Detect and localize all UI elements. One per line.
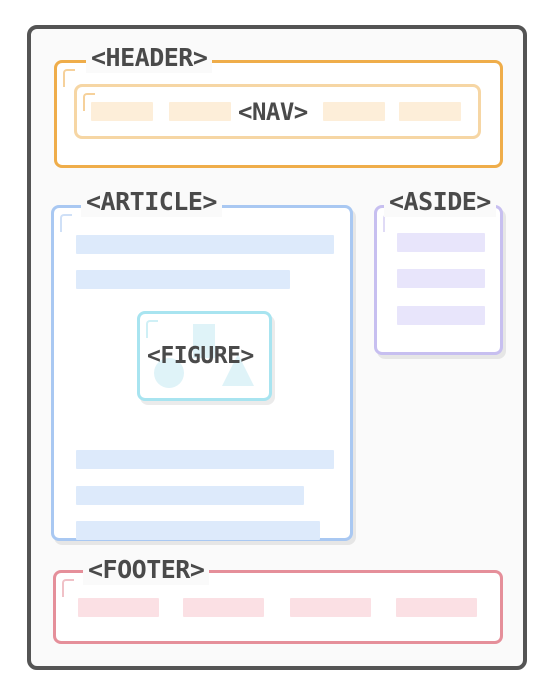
aside-line-placeholder xyxy=(397,269,485,288)
aside-box xyxy=(374,205,503,355)
header-box: <NAV> xyxy=(54,60,503,168)
figure-label: <FIGURE> xyxy=(147,343,254,369)
figure-rect-icon xyxy=(193,324,215,358)
article-label: <ARTICLE> xyxy=(81,187,222,217)
text-line-placeholder xyxy=(76,521,320,540)
article-box: <FIGURE> xyxy=(51,205,353,541)
nav-box: <NAV> xyxy=(74,84,481,139)
text-line-placeholder xyxy=(76,450,334,469)
aside-line-placeholder xyxy=(397,233,485,252)
page-frame: <NAV> <HEADER> <FIGURE> <ARTICLE> <ASIDE… xyxy=(27,25,527,670)
figure-circle-icon xyxy=(154,358,184,388)
aside-label: <ASIDE> xyxy=(384,187,496,217)
text-line-placeholder xyxy=(76,486,304,505)
nav-link-placeholder xyxy=(91,102,153,121)
nav-label: <NAV> xyxy=(233,97,313,127)
figure-triangle-icon xyxy=(222,354,254,386)
footer-label: <FOOTER> xyxy=(83,555,210,585)
text-line-placeholder xyxy=(76,270,290,289)
footer-link-placeholder xyxy=(396,598,477,617)
aside-line-placeholder xyxy=(397,306,485,325)
header-label: <HEADER> xyxy=(86,43,213,73)
footer-link-placeholder xyxy=(78,598,159,617)
nav-link-placeholder xyxy=(169,102,231,121)
nav-link-placeholder xyxy=(399,102,461,121)
footer-box xyxy=(53,570,503,644)
text-line-placeholder xyxy=(76,235,334,254)
footer-link-placeholder xyxy=(290,598,371,617)
nav-link-placeholder xyxy=(323,102,385,121)
footer-link-placeholder xyxy=(183,598,264,617)
figure-box: <FIGURE> xyxy=(137,311,272,401)
